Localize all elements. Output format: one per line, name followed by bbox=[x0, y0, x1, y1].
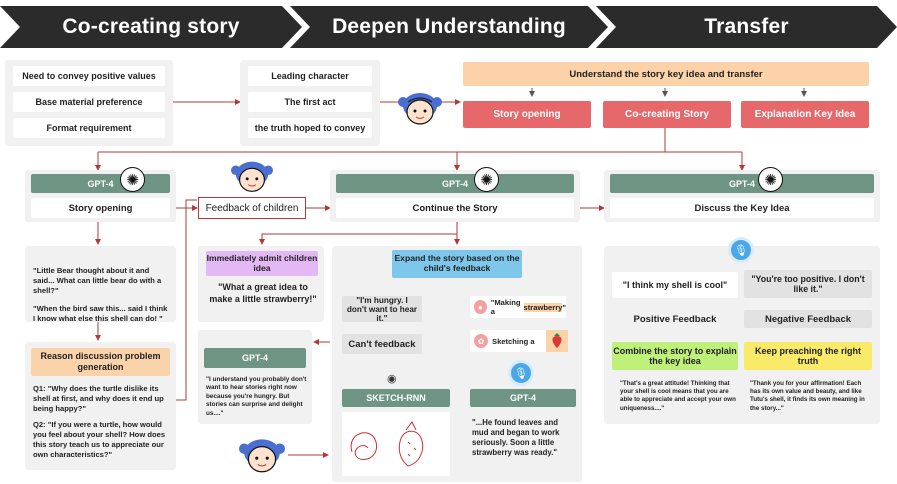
palette-icon: ✿ bbox=[474, 334, 488, 348]
child-avatar-icon bbox=[239, 439, 285, 473]
stage-co-creating: Co-creating Story bbox=[603, 101, 731, 128]
phase-label: Co-creating story bbox=[62, 15, 240, 38]
negative-feedback: Negative Feedback bbox=[744, 310, 872, 328]
admit-title-label: Immediately admit children idea bbox=[206, 252, 318, 273]
gpt4-label: GPT-4 bbox=[204, 348, 306, 368]
gpt-reply-text: "I understand you probably don't want to… bbox=[206, 376, 307, 417]
discuss-title: Discuss the Key Idea bbox=[610, 198, 874, 218]
child-avatar-icon bbox=[398, 93, 442, 125]
hungry-quote: "I'm hungry. I don't want to hear it." bbox=[342, 296, 422, 323]
strawberry-icon bbox=[546, 330, 568, 352]
gpt4-label: GPT-4 bbox=[336, 174, 574, 193]
combine-label: Combine the story to explain the key ide… bbox=[613, 345, 737, 366]
stage-story-opening: Story opening bbox=[463, 101, 591, 128]
gpt4-label: GPT-4 bbox=[610, 174, 874, 193]
combine-box: Combine the story to explain the key ide… bbox=[612, 342, 738, 370]
question-item: Q1: "Why does the turtle dislike its she… bbox=[33, 384, 164, 414]
openai-logo-icon: ✺ bbox=[758, 167, 783, 192]
opening-quotes-panel bbox=[25, 246, 176, 322]
reason-title-label: Reason discussion problem generation bbox=[40, 351, 161, 372]
phase-label: Transfer bbox=[704, 15, 789, 38]
understand-header: Understand the story key idea and transf… bbox=[463, 62, 869, 86]
story-element-item: The first act bbox=[248, 92, 372, 112]
opening-quote: "When the bird saw this... said I think … bbox=[33, 304, 168, 323]
gpt-story-quote: "...He found leaves and mud and began to… bbox=[472, 418, 560, 458]
cant-feedback: Can't feedback bbox=[342, 334, 422, 354]
child-avatar-icon bbox=[231, 161, 273, 192]
sketch-rnn-label: SKETCH-RNN bbox=[342, 389, 450, 407]
making-suffix: " bbox=[562, 302, 566, 312]
microphone-icon: ● bbox=[474, 300, 487, 314]
gpt4-label: GPT-4 bbox=[31, 174, 170, 193]
requirement-item: Need to convey positive values bbox=[13, 66, 165, 86]
phase-label: Deepen Understanding bbox=[332, 15, 566, 38]
story-opening-title: Story opening bbox=[31, 198, 170, 218]
sketching-label: Sketching a bbox=[492, 336, 535, 346]
child-response: "I think my shell is cool" bbox=[612, 272, 738, 298]
understand-header-label: Understand the story key idea and transf… bbox=[569, 68, 763, 80]
making-word: strawberry bbox=[523, 302, 563, 312]
openai-logo-icon: ✺ bbox=[474, 167, 499, 192]
expand-title-label: Expand the story based on the child's fe… bbox=[394, 253, 520, 273]
admit-title: Immediately admit children idea bbox=[206, 251, 318, 276]
sketching-row: ✿ Sketching a bbox=[470, 330, 546, 352]
stage-explanation: Explanation Key Idea bbox=[741, 101, 869, 128]
phase-transfer: Transfer bbox=[596, 6, 897, 48]
making-strawberry-row: ● "Making a strawberry" bbox=[470, 296, 566, 318]
keep-box: Keep preaching the right truth bbox=[744, 342, 872, 370]
expand-title: Expand the story based on the child's fe… bbox=[392, 250, 522, 278]
keep-label: Keep preaching the right truth bbox=[754, 345, 861, 366]
microphone-icon: 🎙 bbox=[508, 360, 534, 386]
reply-text: "That's a great attitude! Thinking that … bbox=[620, 380, 736, 412]
feedback-of-children: Feedback of children bbox=[198, 197, 306, 219]
admit-quote: "What a great idea to make a little stra… bbox=[209, 282, 317, 304]
continue-story-title: Continue the Story bbox=[336, 198, 574, 218]
feedback-label: Feedback of children bbox=[205, 202, 299, 214]
story-element-item: Leading character bbox=[248, 66, 372, 86]
gpt4-label: GPT-4 bbox=[470, 389, 576, 407]
reply-text: "Thank you for your affirmation! Each ha… bbox=[750, 380, 865, 412]
making-prefix: "Making a bbox=[490, 298, 521, 316]
eye-icon: ◉ bbox=[387, 373, 397, 385]
child-response: "You're too positive. I don't like it." bbox=[744, 270, 872, 298]
opening-quote: "Little Bear thought about it and said..… bbox=[33, 266, 162, 295]
requirement-item: Base material preference bbox=[13, 92, 165, 112]
positive-feedback: Positive Feedback bbox=[612, 310, 738, 328]
phase-co-creating: Co-creating story bbox=[0, 6, 302, 48]
gpt-reply-panel bbox=[198, 330, 312, 424]
question-item: Q2: "If you were a turtle, how would you… bbox=[33, 420, 166, 460]
story-element-item: the truth hoped to convey bbox=[248, 118, 372, 138]
microphone-icon: 🎙 bbox=[728, 237, 754, 263]
strawberry-sketch bbox=[350, 421, 424, 467]
sketch-canvas bbox=[342, 412, 450, 476]
phase-deepen: Deepen Understanding bbox=[290, 6, 608, 48]
reason-title: Reason discussion problem generation bbox=[31, 348, 170, 376]
requirement-item: Format requirement bbox=[13, 118, 165, 138]
openai-logo-icon: ✺ bbox=[120, 167, 145, 192]
